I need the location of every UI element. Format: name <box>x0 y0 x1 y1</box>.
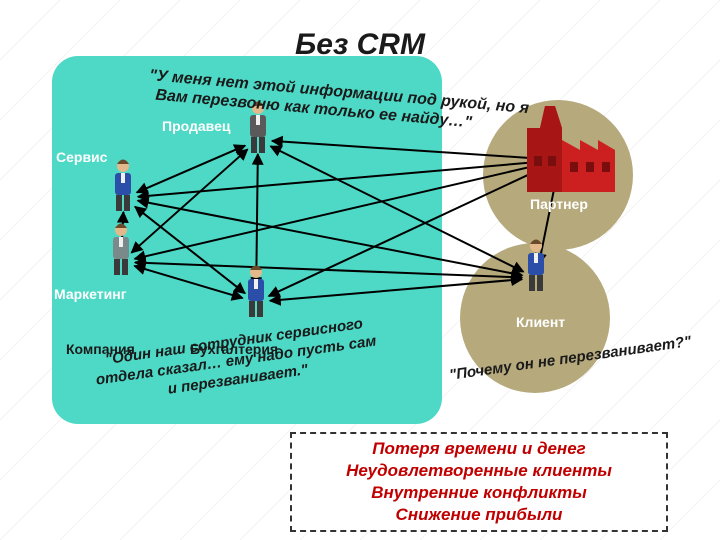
person-icon-accounting <box>248 265 264 317</box>
label-service: Сервис <box>56 149 108 165</box>
label-company: Компания <box>66 341 135 357</box>
label-client: Клиент <box>516 314 566 330</box>
factory-icon <box>527 106 615 192</box>
consequence-item: Потеря времени и денег <box>372 439 586 458</box>
consequences-box: Потеря времени и денег Неудовлетворенные… <box>290 432 668 532</box>
label-seller: Продавец <box>162 118 231 134</box>
person-icon-seller <box>250 101 266 153</box>
connection-lines <box>116 135 561 306</box>
label-accounting: Бухгалтерия <box>190 341 279 357</box>
consequence-item: Внутренние конфликты <box>371 483 587 502</box>
consequence-item: Неудовлетворенные клиенты <box>346 461 612 480</box>
label-partner: Партнер <box>530 196 588 212</box>
person-icon-service <box>115 159 131 211</box>
label-marketing: Маркетинг <box>54 286 127 302</box>
person-icon-marketing <box>113 223 129 275</box>
page-title: Без CRM <box>295 28 425 61</box>
link-accounting-client <box>268 274 524 306</box>
consequence-item: Снижение прибыли <box>395 505 563 524</box>
person-icon-client <box>528 239 544 291</box>
